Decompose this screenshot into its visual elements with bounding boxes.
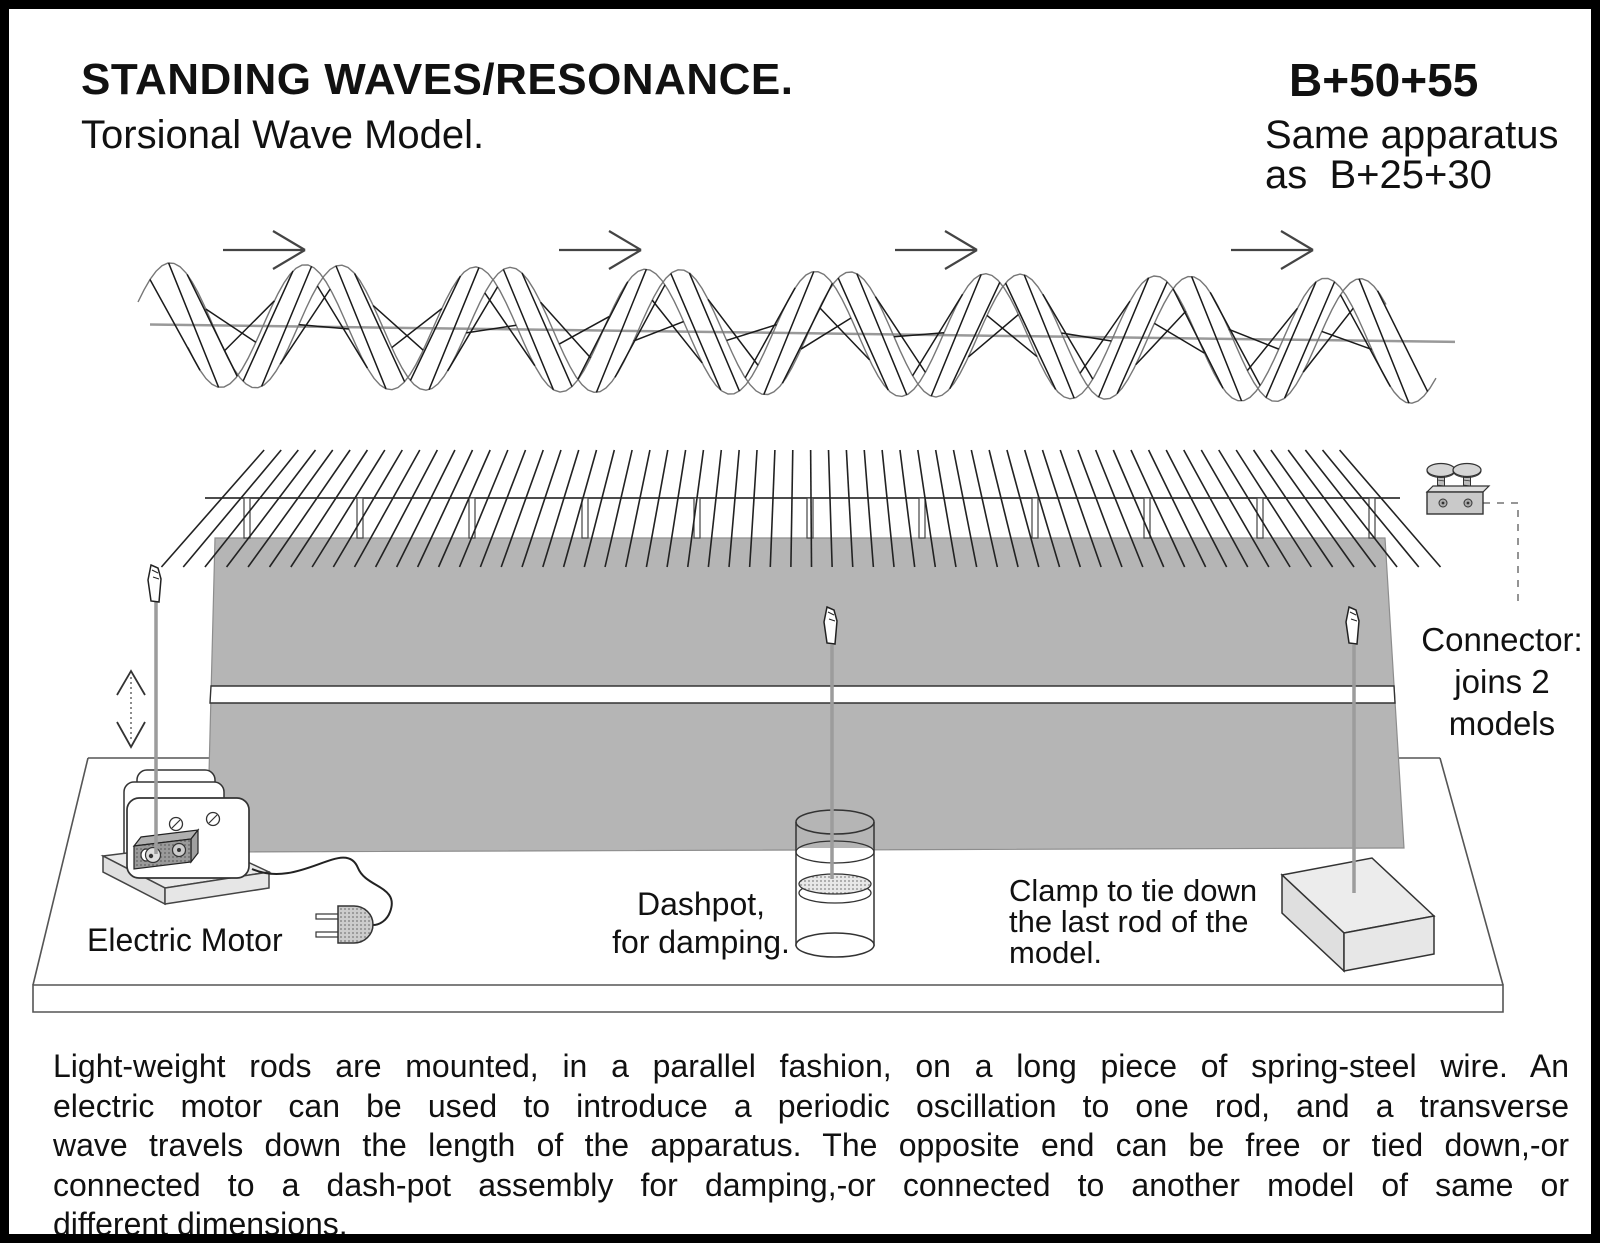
description-line: connected to a dash-pot assembly for dam… xyxy=(53,1166,1569,1203)
description-line: wave travels down the length of the appa… xyxy=(53,1127,1569,1163)
wave-figure xyxy=(137,262,1456,404)
electric-motor xyxy=(100,769,393,944)
connector-label-line3: models xyxy=(1448,705,1556,742)
dashpot xyxy=(795,809,875,958)
dashpot-label-line2: for damping. xyxy=(612,924,790,961)
description-paragraph: Light-weight rods are mounted, in a para… xyxy=(53,1047,1569,1242)
clamp-block xyxy=(1280,857,1436,973)
description-line: Light-weight rods are mounted, in a para… xyxy=(53,1048,1569,1084)
apparatus-diagram xyxy=(32,230,1519,1013)
catalog-number: B+50+55 xyxy=(1289,54,1479,106)
description-line: different dimensions. xyxy=(53,1206,348,1242)
connector-label-line2: joins 2 xyxy=(1454,663,1550,700)
clamp-label-line3: model. xyxy=(1009,935,1103,970)
clamp-label-line1: Clamp to tie down xyxy=(1009,873,1258,908)
support-board xyxy=(206,537,1405,853)
description-line: electric motor can be used to introduce … xyxy=(53,1087,1569,1124)
page-subtitle: Torsional Wave Model. xyxy=(81,113,485,157)
connector-block xyxy=(1425,462,1519,604)
clamp-label-line2: the last rod of the xyxy=(1009,904,1249,939)
connector-label: Connector: joins 2 models xyxy=(1411,619,1591,745)
apparatus-note-line2: as B+25+30 xyxy=(1265,153,1492,197)
dashpot-label-line1: Dashpot, xyxy=(636,886,766,922)
wave-direction-arrows xyxy=(223,230,1314,270)
model-rods xyxy=(160,449,1442,568)
dashpot-label: Dashpot, for damping. xyxy=(601,886,801,961)
hanging-wires xyxy=(147,563,1360,893)
apparatus-note-line1: Same apparatus xyxy=(1265,113,1559,157)
oscillation-arrow xyxy=(116,669,146,749)
connector-label-line1: Connector: xyxy=(1421,621,1583,658)
clamp-label: Clamp to tie down the last rod of the mo… xyxy=(1009,875,1257,968)
electric-motor-label: Electric Motor xyxy=(87,922,283,958)
page-title: STANDING WAVES/RESONANCE. xyxy=(81,55,794,104)
